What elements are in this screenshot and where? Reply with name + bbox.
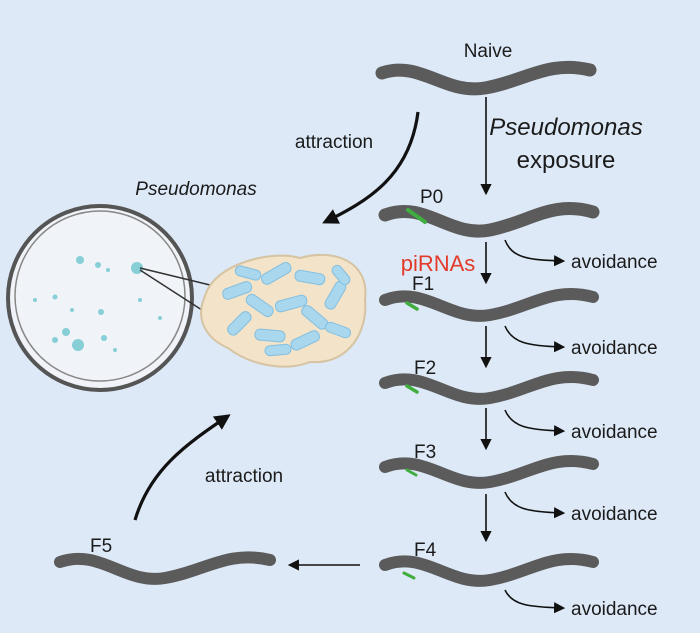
arrow-attraction-bottom xyxy=(133,414,231,521)
label-attraction-top: attraction xyxy=(295,132,373,153)
label-generation-f3: F3 xyxy=(414,442,436,463)
worm-f4 xyxy=(379,552,599,587)
label-avoidance-f4: avoidance xyxy=(571,599,658,620)
arrow-avoidance-f2 xyxy=(504,409,566,437)
label-pirnas: piRNAs xyxy=(401,251,476,276)
bacteria-cluster-icon xyxy=(200,253,367,368)
arrow-avoidance-f4 xyxy=(504,589,566,614)
label-exposure-line2: exposure xyxy=(517,147,616,174)
label-generation-f5: F5 xyxy=(90,536,112,557)
label-pseudomonas-plate: Pseudomonas xyxy=(135,179,257,200)
arrow-attraction-top xyxy=(322,111,420,224)
label-naive: Naive xyxy=(464,41,513,62)
label-exposure-line1: Pseudomonas xyxy=(489,114,642,141)
label-generation-f1: F1 xyxy=(412,274,434,295)
worm-f3 xyxy=(379,454,599,489)
label-attraction-bottom: attraction xyxy=(205,466,283,487)
arrow-avoidance-f1 xyxy=(504,325,566,353)
label-generation-p0: P0 xyxy=(420,187,443,208)
label-avoidance-p0: avoidance xyxy=(571,252,658,273)
arrow-avoidance-f3 xyxy=(504,491,566,519)
label-avoidance-f1: avoidance xyxy=(571,338,658,359)
label-avoidance-f2: avoidance xyxy=(571,422,658,443)
worm-p0 xyxy=(378,202,600,238)
label-generation-f4: F4 xyxy=(414,540,437,561)
worm-f2 xyxy=(379,370,599,405)
arrow-avoidance-p0 xyxy=(504,239,566,267)
worm-naive xyxy=(375,60,597,96)
label-generation-f2: F2 xyxy=(414,358,436,379)
worm-f5 xyxy=(54,551,276,585)
petri-dish-icon xyxy=(6,204,211,392)
label-avoidance-f3: avoidance xyxy=(571,504,658,525)
arrows xyxy=(133,97,566,614)
worm-f1 xyxy=(379,287,599,322)
